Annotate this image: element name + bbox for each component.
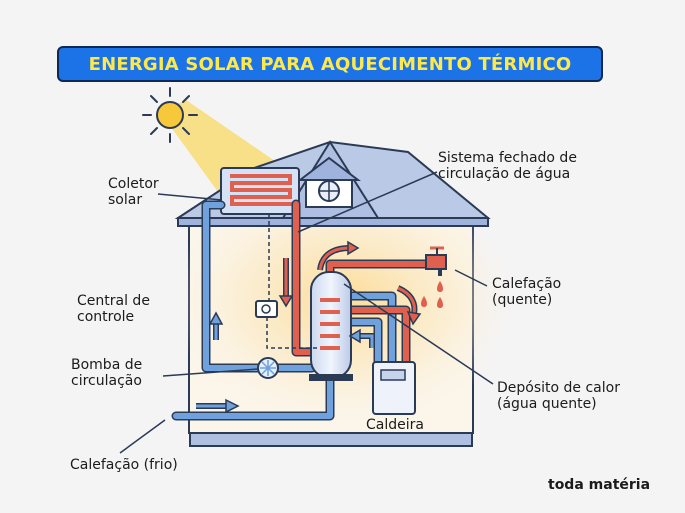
- dormer-window: [297, 156, 361, 208]
- page-title: ENERGIA SOLAR PARA AQUECIMENTO TÉRMICO: [88, 53, 572, 75]
- label-heating-cold: Calefação (frio): [70, 457, 178, 473]
- solar-collector: [220, 167, 300, 215]
- flow-arrows: [196, 240, 422, 414]
- leader-lines: [119, 171, 494, 454]
- boiler: [372, 361, 416, 415]
- house-floor: [189, 432, 473, 447]
- label-heating-hot: Calefação (quente): [492, 276, 562, 308]
- heat-tank: [309, 271, 353, 381]
- label-solar-collector: Coletor solar: [108, 176, 159, 208]
- cold-pipes: [171, 200, 397, 421]
- label-control-center: Central de controle: [77, 293, 150, 325]
- water-drops-icon: [421, 281, 443, 308]
- brand-logo: toda matéria: [548, 477, 651, 493]
- sun-icon: [142, 87, 198, 143]
- label-circulation-pump: Bomba de circulação: [71, 357, 143, 389]
- label-closed-system: Sistema fechado de circulação de água: [438, 150, 577, 182]
- control-wires: [266, 214, 318, 349]
- label-heat-tank: Depósito de calor (água quente): [497, 380, 620, 412]
- control-unit: [255, 300, 278, 318]
- label-boiler: Caldeira: [366, 417, 424, 433]
- roof-eave: [177, 217, 489, 227]
- title-banner: ENERGIA SOLAR PARA AQUECIMENTO TÉRMICO: [57, 46, 603, 82]
- circulation-pump: [257, 357, 279, 379]
- faucet-icon: [425, 246, 447, 276]
